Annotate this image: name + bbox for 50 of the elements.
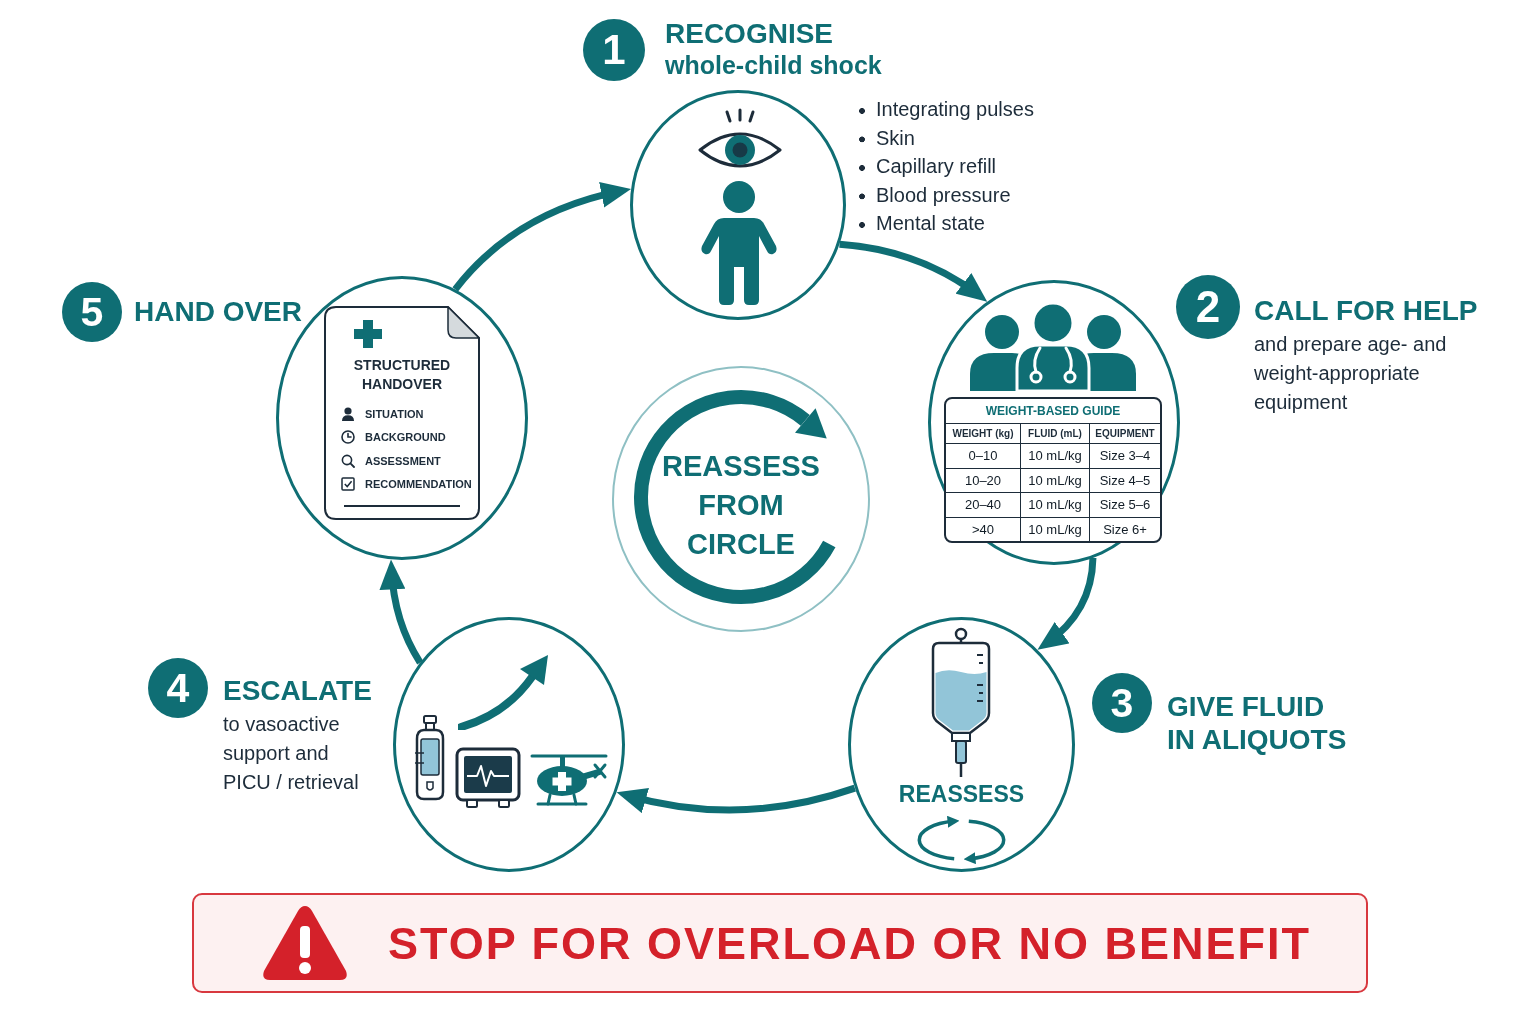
arrow [839, 240, 988, 302]
step-heading: ESCALATE [223, 675, 372, 707]
step-heading: GIVE FLUID IN ALIQUOTS [1167, 690, 1348, 756]
table-title: WEIGHT-BASED GUIDE [985, 404, 1121, 418]
step-number-badge: 5 [62, 282, 122, 342]
arrow [1037, 557, 1097, 650]
step-circle [848, 617, 1075, 872]
table-value: Size 4–5 [1090, 467, 1160, 492]
warning-banner [192, 893, 1368, 993]
table-value: 20–40 [946, 492, 1021, 517]
step-subheading: whole-child shock [665, 50, 882, 80]
hub-label: REASSESS FROM CIRCLE [662, 448, 820, 562]
table-value: 0–10 [946, 443, 1021, 468]
table-value: Size 5–6 [1090, 492, 1160, 517]
step-number-badge: 2 [1176, 275, 1240, 339]
table-header: FLUID (mL) [1021, 423, 1090, 443]
table-value: Size 3–4 [1090, 443, 1160, 468]
warning-message: STOP FOR OVERLOAD OR NO BENEFIT [388, 920, 1311, 966]
checklist-item: BACKGROUND [365, 430, 446, 444]
checklist-item: RECOMMENDATION [365, 477, 472, 491]
table-value: 10 mL/kg [1021, 516, 1090, 541]
step-description: to vasoactive support and PICU / retrieval [223, 712, 360, 795]
table-value: 10 mL/kg [1021, 492, 1090, 517]
step-label: REASSESS [898, 781, 1025, 807]
step-heading: CALL FOR HELP [1254, 295, 1478, 327]
arrow [616, 784, 856, 814]
step-number-badge: 3 [1092, 673, 1152, 733]
checklist-item: ASSESSMENT [365, 454, 441, 468]
table-header: WEIGHT (kg) [946, 423, 1021, 443]
checklist-item: SITUATION [365, 407, 424, 421]
table-value: Size 6+ [1090, 516, 1160, 541]
step-heading: HAND OVER [134, 296, 302, 328]
table-value: 10–20 [946, 467, 1021, 492]
step-number-badge: 1 [583, 19, 645, 81]
table-value: 10 mL/kg [1021, 467, 1090, 492]
hub-circle [612, 366, 870, 632]
handover-document [324, 306, 480, 520]
table-value: >40 [946, 516, 1021, 541]
step-heading: RECOGNISE [665, 18, 834, 50]
arrow [379, 559, 424, 665]
document-title: STRUCTURED HANDOVER [353, 356, 451, 394]
step-number-badge: 4 [148, 658, 208, 718]
reference-table [944, 397, 1162, 543]
step-circle [630, 90, 846, 320]
table-value: 10 mL/kg [1021, 443, 1090, 468]
step-description: and prepare age- and weight-appropriate equipment [1254, 332, 1448, 415]
arrow [452, 182, 631, 292]
step-circle [393, 617, 625, 872]
table-header: EQUIPMENT [1090, 423, 1160, 443]
step-circle [928, 280, 1180, 565]
